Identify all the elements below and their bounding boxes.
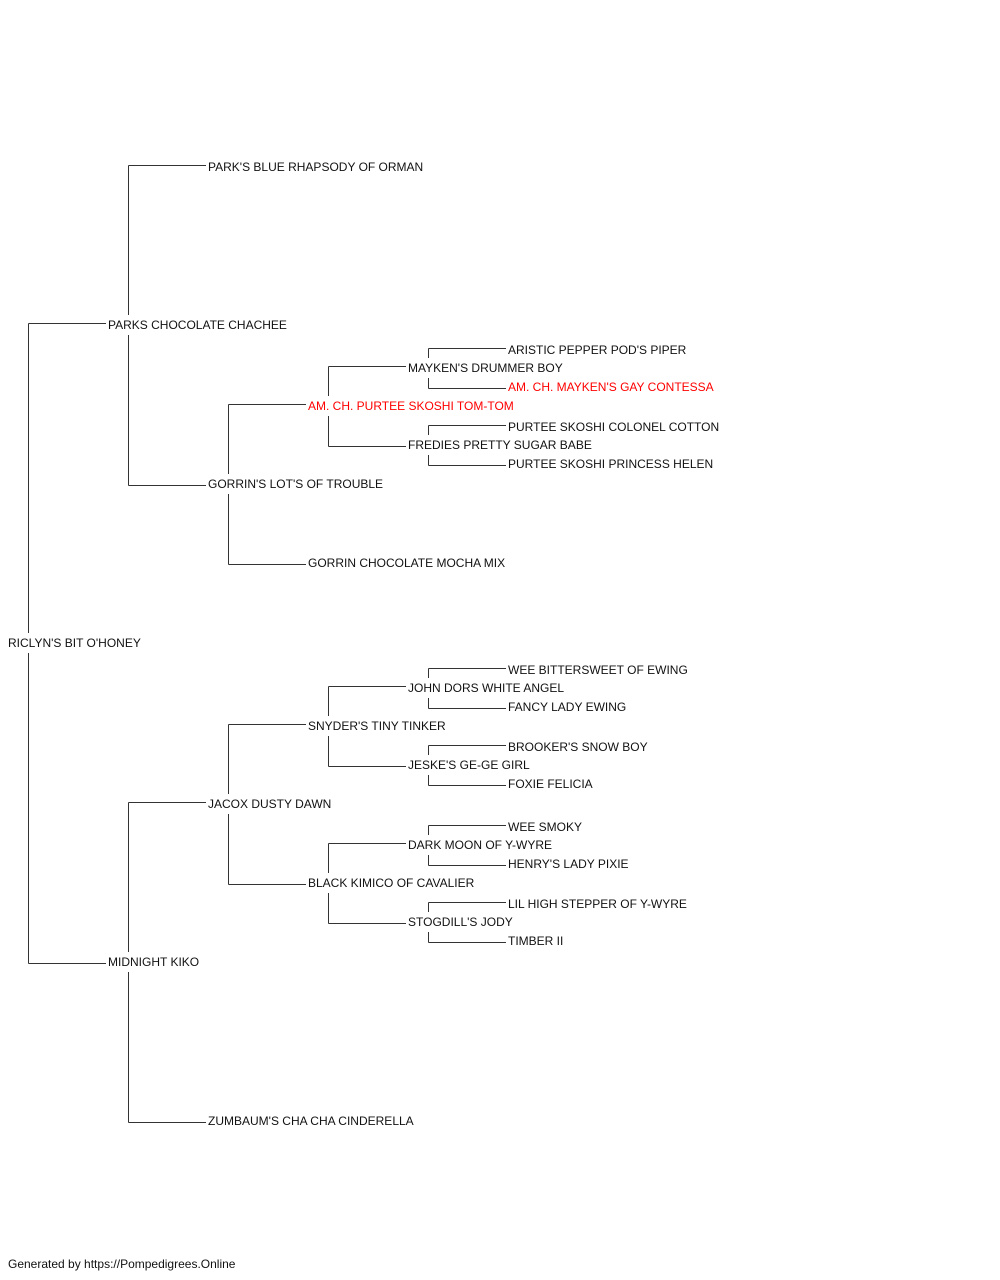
ancestor-name: PURTEE SKOSHI COLONEL COTTON [508,420,720,434]
ancestor-name: WEE BITTERSWEET OF EWING [508,663,688,677]
ancestor-name: PARKS CHOCOLATE CHACHEE [108,318,287,332]
ancestor-name: AM. CH. PURTEE SKOSHI TOM-TOM [308,399,514,413]
ancestor-name: BROOKER'S SNOW BOY [508,740,648,754]
footer-credit: Generated by https://Pompedigrees.Online [8,1257,236,1271]
ancestor-name: PARK'S BLUE RHAPSODY OF ORMAN [208,160,424,174]
ancestor-name: GORRIN'S LOT'S OF TROUBLE [208,477,384,491]
ancestor-name: STOGDILL'S JODY [408,915,513,929]
ancestor-name: SNYDER'S TINY TINKER [308,719,446,733]
ancestor-name: TIMBER II [508,934,564,948]
ancestor-name: FREDIES PRETTY SUGAR BABE [408,438,592,452]
ancestor-name: BLACK KIMICO OF CAVALIER [308,876,475,890]
ancestor-name: PURTEE SKOSHI PRINCESS HELEN [508,457,714,471]
ancestor-name: AM. CH. MAYKEN'S GAY CONTESSA [508,380,714,394]
ancestor-name: MIDNIGHT KIKO [108,955,200,969]
ancestor-name: LIL HIGH STEPPER OF Y-WYRE [508,897,687,911]
ancestor-name: ZUMBAUM'S CHA CHA CINDERELLA [208,1114,414,1128]
ancestor-name: ARISTIC PEPPER POD'S PIPER [508,343,687,357]
ancestor-name: WEE SMOKY [508,820,583,834]
ancestor-name: DARK MOON OF Y-WYRE [408,838,553,852]
ancestor-name: HENRY'S LADY PIXIE [508,857,629,871]
ancestor-name: MAYKEN'S DRUMMER BOY [408,361,563,375]
ancestor-name: JOHN DORS WHITE ANGEL [408,681,565,695]
ancestor-name: JESKE'S GE-GE GIRL [408,758,530,772]
ancestor-name: JACOX DUSTY DAWN [208,797,332,811]
ancestor-name: GORRIN CHOCOLATE MOCHA MIX [308,556,506,570]
subject-dog-name: RICLYN'S BIT O'HONEY [8,636,141,650]
ancestor-name: FANCY LADY EWING [508,700,627,714]
ancestor-name: FOXIE FELICIA [508,777,593,791]
